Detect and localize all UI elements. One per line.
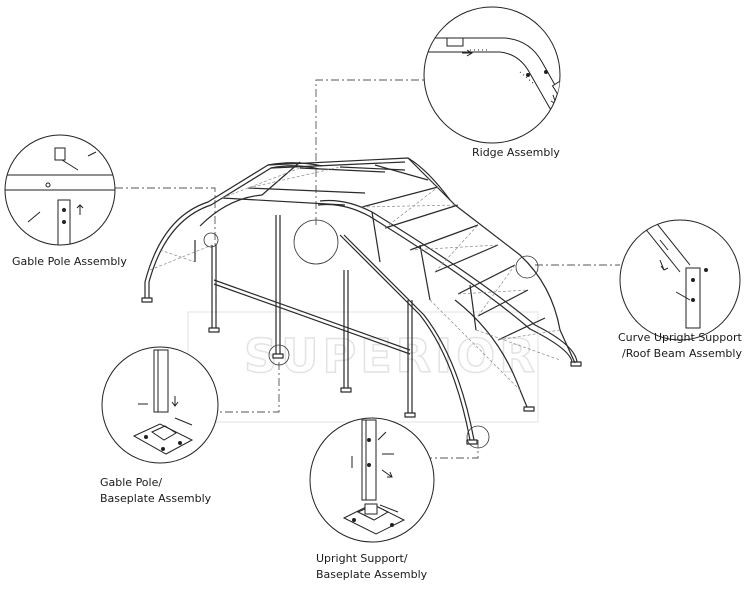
watermark-text: SUPERIOR bbox=[244, 329, 539, 383]
cross-bracing bbox=[149, 166, 561, 391]
leader-lines bbox=[115, 79, 620, 459]
gable-pole-callout-marker bbox=[203, 232, 219, 248]
frame-structure bbox=[141, 157, 582, 445]
ridge-detail bbox=[423, 6, 561, 144]
gable-pole-detail bbox=[4, 134, 116, 246]
gable-baseplate-label-line2: Baseplate Assembly bbox=[100, 492, 212, 505]
curve-upright-detail bbox=[619, 219, 741, 341]
callout-markers bbox=[203, 219, 539, 449]
ridge-assembly-label: Ridge Assembly bbox=[472, 146, 560, 159]
curve-upright-label-line1: Curve Upright Support bbox=[618, 331, 742, 344]
curve-upright-callout-marker bbox=[515, 255, 539, 279]
upright-baseplate-label-line2: Baseplate Assembly bbox=[316, 568, 428, 581]
gable-baseplate-callout-marker bbox=[268, 344, 290, 366]
gable-baseplate-detail bbox=[101, 346, 219, 464]
upright-baseplate-callout-marker bbox=[466, 425, 490, 449]
ridge-callout-marker bbox=[293, 219, 339, 265]
watermark: SUPERIOR bbox=[187, 311, 539, 423]
curve-upright-label-line2: /Roof Beam Assembly bbox=[622, 347, 742, 360]
upright-baseplate-detail bbox=[309, 417, 435, 543]
gable-pole-assembly-label: Gable Pole Assembly bbox=[12, 255, 127, 268]
gable-baseplate-label-line1: Gable Pole/ bbox=[100, 476, 163, 489]
upright-baseplate-label-line1: Upright Support/ bbox=[316, 552, 408, 565]
